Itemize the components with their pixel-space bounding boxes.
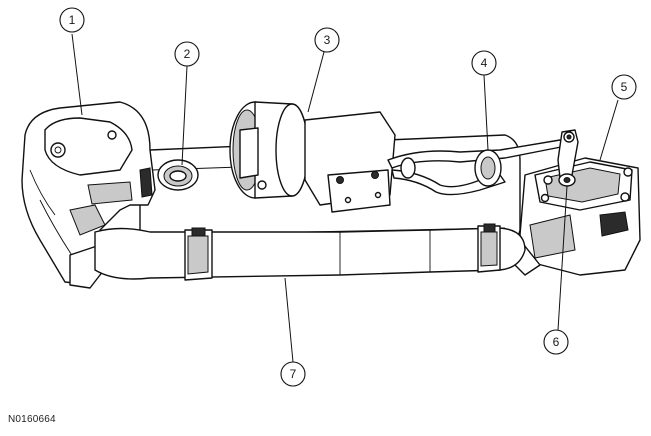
callout-6: 6 [543, 329, 569, 355]
figure-id: N0160664 [8, 414, 56, 425]
valve-housing [507, 157, 641, 276]
vacuum-actuator [229, 101, 396, 213]
callout-3: 3 [314, 27, 340, 53]
leader-lines [71, 33, 619, 363]
coolant-hose [94, 223, 526, 281]
callout-7-label: 7 [290, 367, 297, 381]
callout-2-label: 2 [184, 47, 191, 61]
callout-7: 7 [280, 361, 306, 387]
callout-5: 5 [611, 74, 637, 100]
callout-4: 4 [471, 50, 497, 76]
callout-1-label: 1 [69, 13, 76, 27]
inlet-port [157, 159, 199, 191]
callout-5-label: 5 [621, 80, 628, 94]
valve-lever [557, 129, 579, 187]
callout-4-label: 4 [481, 56, 488, 70]
callout-3-label: 3 [324, 33, 331, 47]
callout-6-label: 6 [553, 335, 560, 349]
callout-2: 2 [174, 41, 200, 67]
left-elbow-flange [21, 101, 156, 289]
linkage-rod [387, 139, 567, 196]
callout-1: 1 [59, 7, 85, 33]
